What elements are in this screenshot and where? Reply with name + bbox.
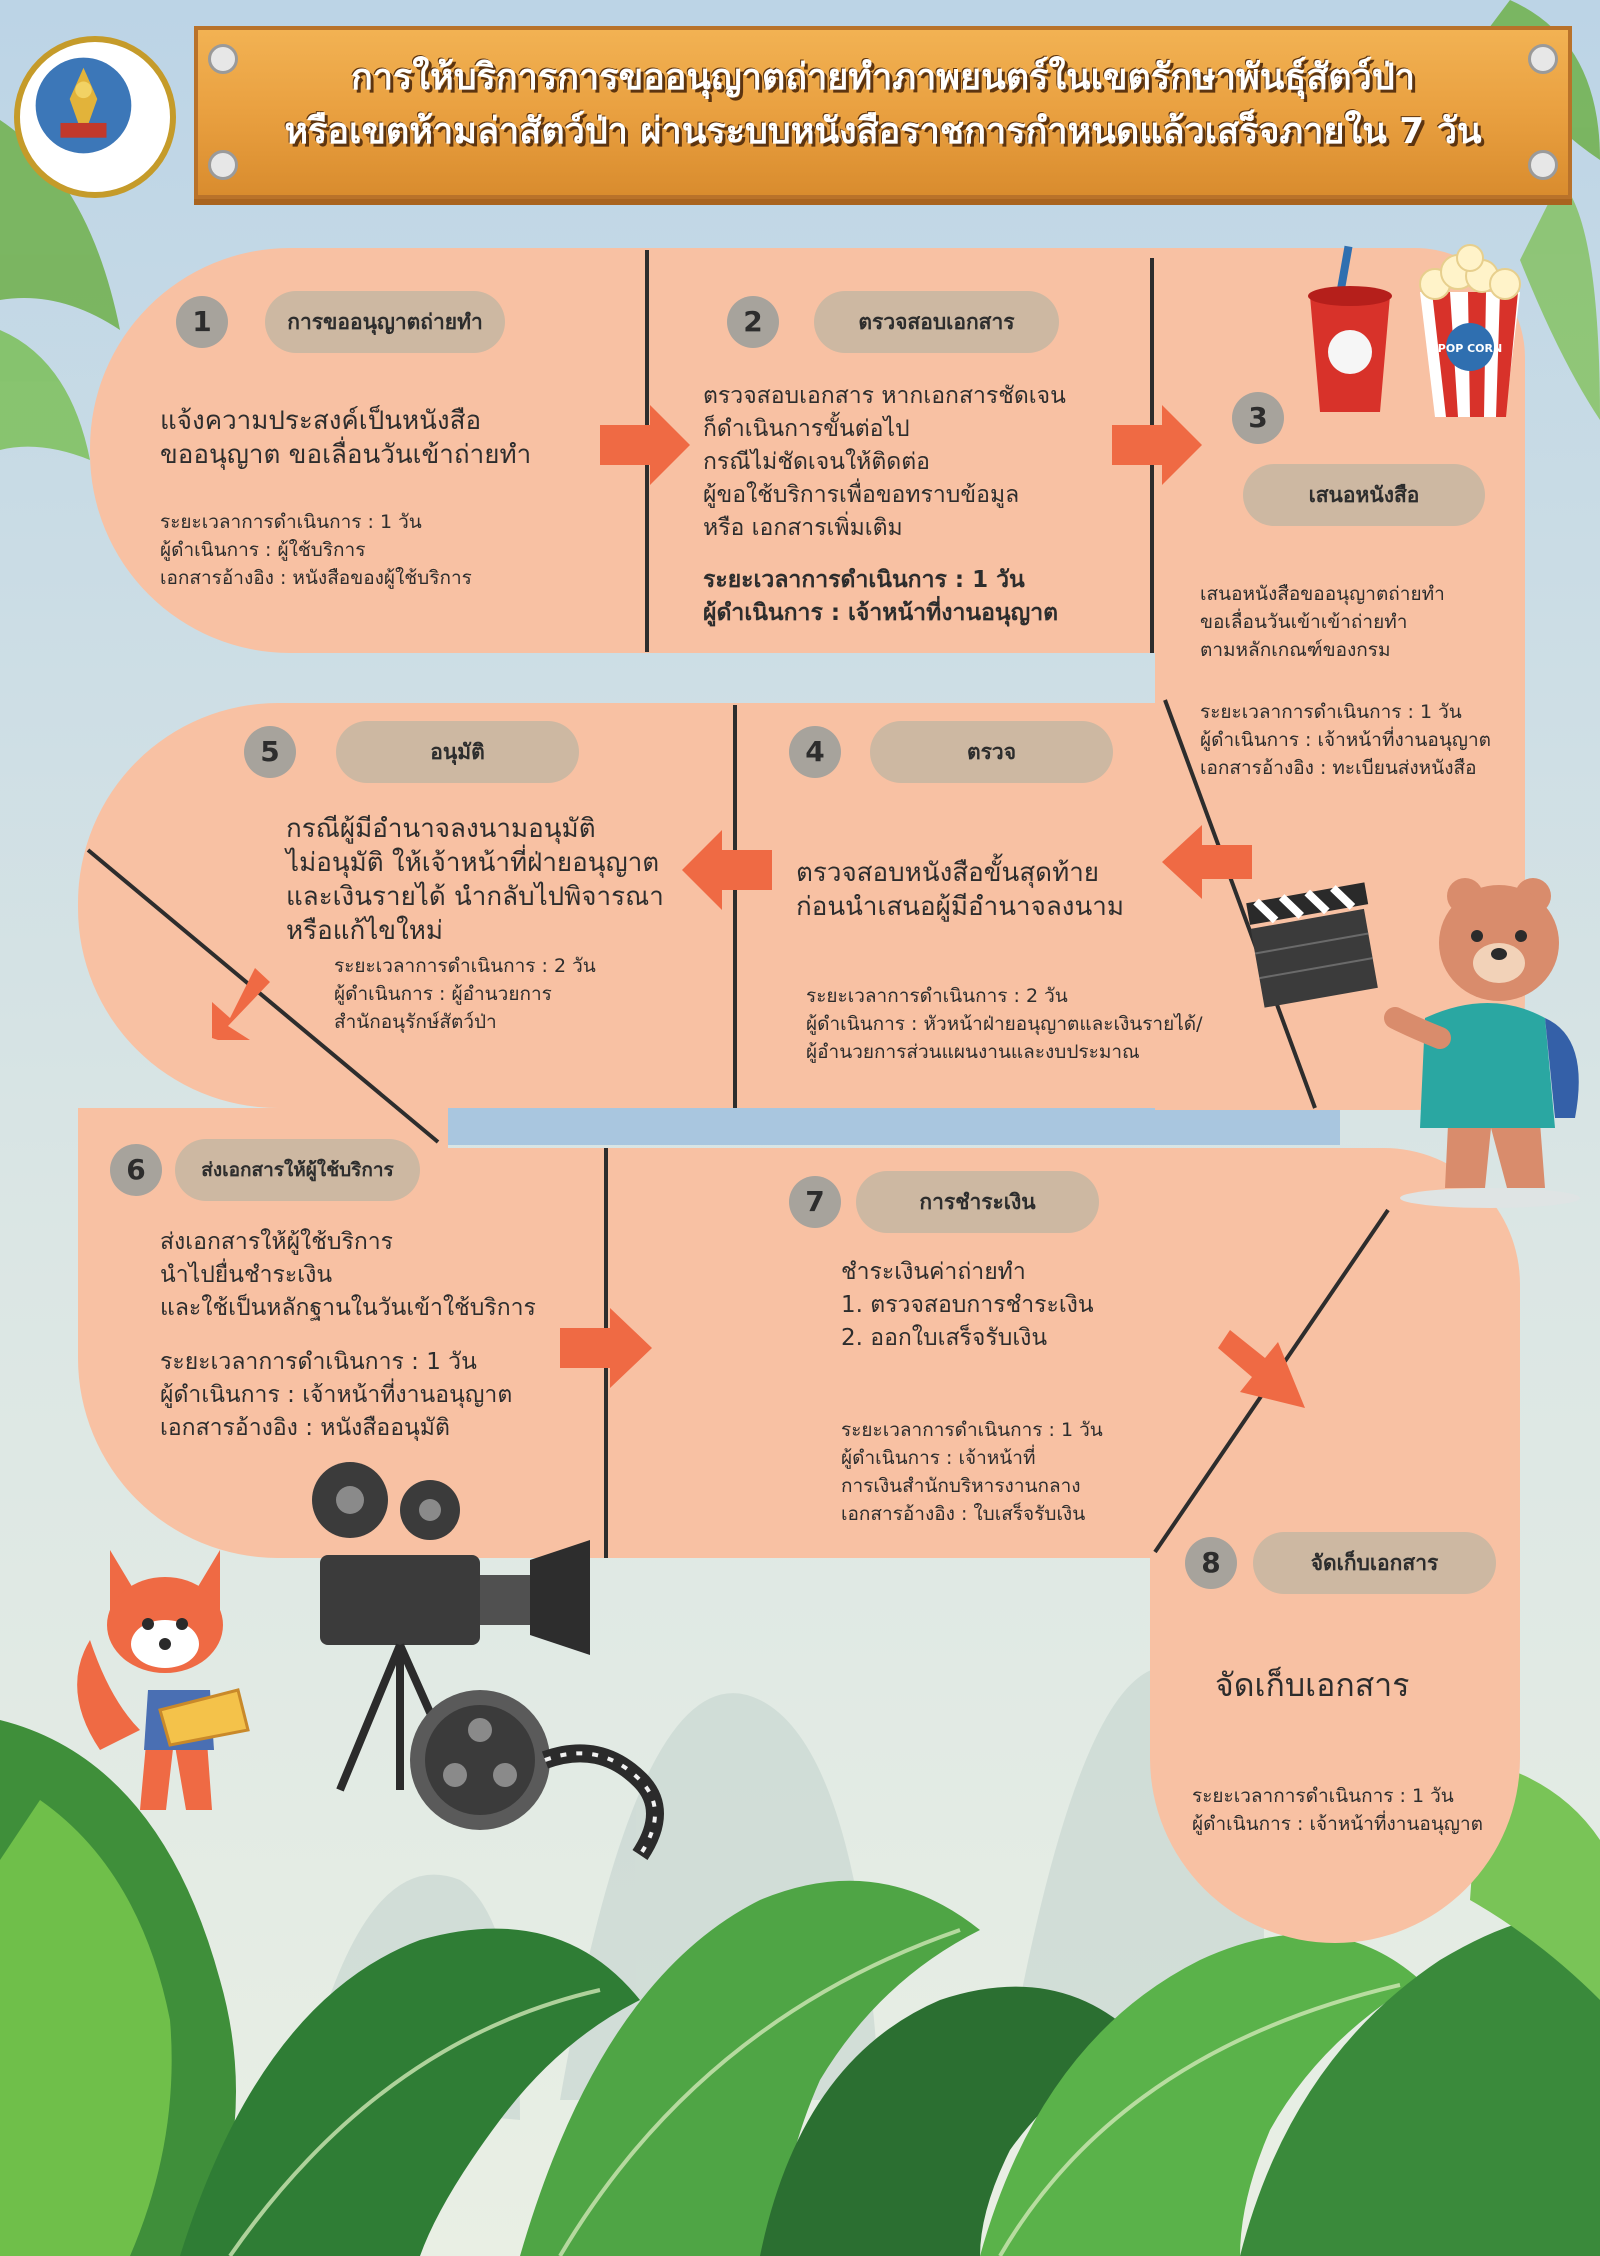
step-4-label: ตรวจ — [870, 721, 1113, 783]
title-line-1: การให้บริการการขออนุญาตถ่ายทำภาพยนตร์ในเ… — [351, 57, 1415, 98]
divider-5-4 — [733, 705, 737, 1108]
arrow-7-to-8 — [1218, 1330, 1305, 1408]
step-2-main-text: ตรวจสอบเอกสาร หากเอกสารชัดเจน ก็ดำเนินกา… — [703, 383, 1066, 541]
step-8-label: จัดเก็บเอกสาร — [1253, 1532, 1496, 1594]
step-8-main-text: จัดเก็บเอกสาร — [1215, 1666, 1410, 1704]
step-5-detail: ระยะเวลาการดำเนินการ : 2 วัน ผู้ดำเนินกา… — [334, 955, 596, 1033]
arrow-2-to-3 — [1112, 405, 1202, 485]
department-logo — [14, 36, 176, 198]
step-6-label: ส่งเอกสารให้ผู้ใช้บริการ — [175, 1139, 420, 1201]
board-bolt — [208, 150, 238, 180]
step-3-label: เสนอหนังสือ — [1243, 464, 1485, 526]
step-2-detail: ระยะเวลาการดำเนินการ : 1 วัน ผู้ดำเนินกา… — [703, 567, 1059, 626]
lane-shadow — [440, 1105, 1340, 1145]
arrow-1-to-2 — [600, 405, 690, 485]
step-3-number: 3 — [1232, 392, 1284, 444]
step-2-number: 2 — [727, 296, 779, 348]
board-bolt — [208, 44, 238, 74]
step-6-detail: ระยะเวลาการดำเนินการ : 1 วัน ผู้ดำเนินกา… — [160, 1349, 513, 1441]
step-3-main-text: เสนอหนังสือขออนุญาตถ่ายทำ ขอเลื่อนวันเข้… — [1200, 583, 1445, 661]
step-1-detail: ระยะเวลาการดำเนินการ : 1 วัน ผู้ดำเนินกา… — [160, 511, 472, 589]
arrow-4-to-5 — [682, 830, 772, 910]
step-3-detail: ระยะเวลาการดำเนินการ : 1 วัน ผู้ดำเนินกา… — [1200, 701, 1492, 779]
popcorn-label: POP CORN — [1438, 342, 1502, 355]
step-1-number: 1 — [176, 296, 228, 348]
step-2-label: ตรวจสอบเอกสาร — [814, 291, 1059, 353]
step-7-label: การชำระเงิน — [856, 1171, 1099, 1233]
step-6-number: 6 — [110, 1144, 162, 1196]
title-board: การให้บริการการขออนุญาตถ่ายทำภาพยนตร์ในเ… — [194, 26, 1572, 199]
step-8-number: 8 — [1185, 1537, 1237, 1589]
fox-reading-illustration — [77, 1550, 250, 1810]
step-7-detail: ระยะเวลาการดำเนินการ : 1 วัน ผู้ดำเนินกา… — [841, 1419, 1103, 1525]
board-bolt — [1528, 44, 1558, 74]
step-6-main-text: ส่งเอกสารให้ผู้ใช้บริการ นำไปยื่นชำระเงิ… — [160, 1229, 536, 1321]
step-1-main-text: แจ้งความประสงค์เป็นหนังสือ ขออนุญาต ขอเล… — [160, 406, 532, 470]
title-line-2: หรือเขตห้ามล่าสัตว์ป่า ผ่านระบบหนังสือรา… — [284, 111, 1482, 152]
step-5-number: 5 — [244, 726, 296, 778]
popcorn-drink-illustration: POP CORN — [1308, 244, 1521, 417]
step-8-detail: ระยะเวลาการดำเนินการ : 1 วัน ผู้ดำเนินกา… — [1192, 1785, 1484, 1835]
arrow-6-to-7 — [560, 1308, 652, 1388]
step-5-main-text: กรณีผู้มีอำนาจลงนามอนุมัติ ไม่อนุมัติ ให… — [286, 814, 664, 946]
bear-with-clapperboard-illustration — [1246, 878, 1580, 1208]
step-5-label: อนุมัติ — [336, 721, 579, 783]
arrow-5-to-6 — [212, 968, 270, 1040]
movie-camera-illustration — [312, 1462, 664, 1860]
board-bolt — [1528, 150, 1558, 180]
step-1-label: การขออนุญาตถ่ายทำ — [265, 291, 505, 353]
step-4-detail: ระยะเวลาการดำเนินการ : 2 วัน ผู้ดำเนินกา… — [806, 985, 1203, 1063]
step-4-number: 4 — [789, 726, 841, 778]
step-7-number: 7 — [789, 1176, 841, 1228]
arrow-3-to-4 — [1162, 825, 1252, 899]
step-4-main-text: ตรวจสอบหนังสือขั้นสุดท้าย ก่อนนำเสนอผู้ม… — [796, 858, 1124, 922]
step-7-main-text: ชำระเงินค่าถ่ายทำ 1. ตรวจสอบการชำระเงิน … — [841, 1259, 1094, 1351]
